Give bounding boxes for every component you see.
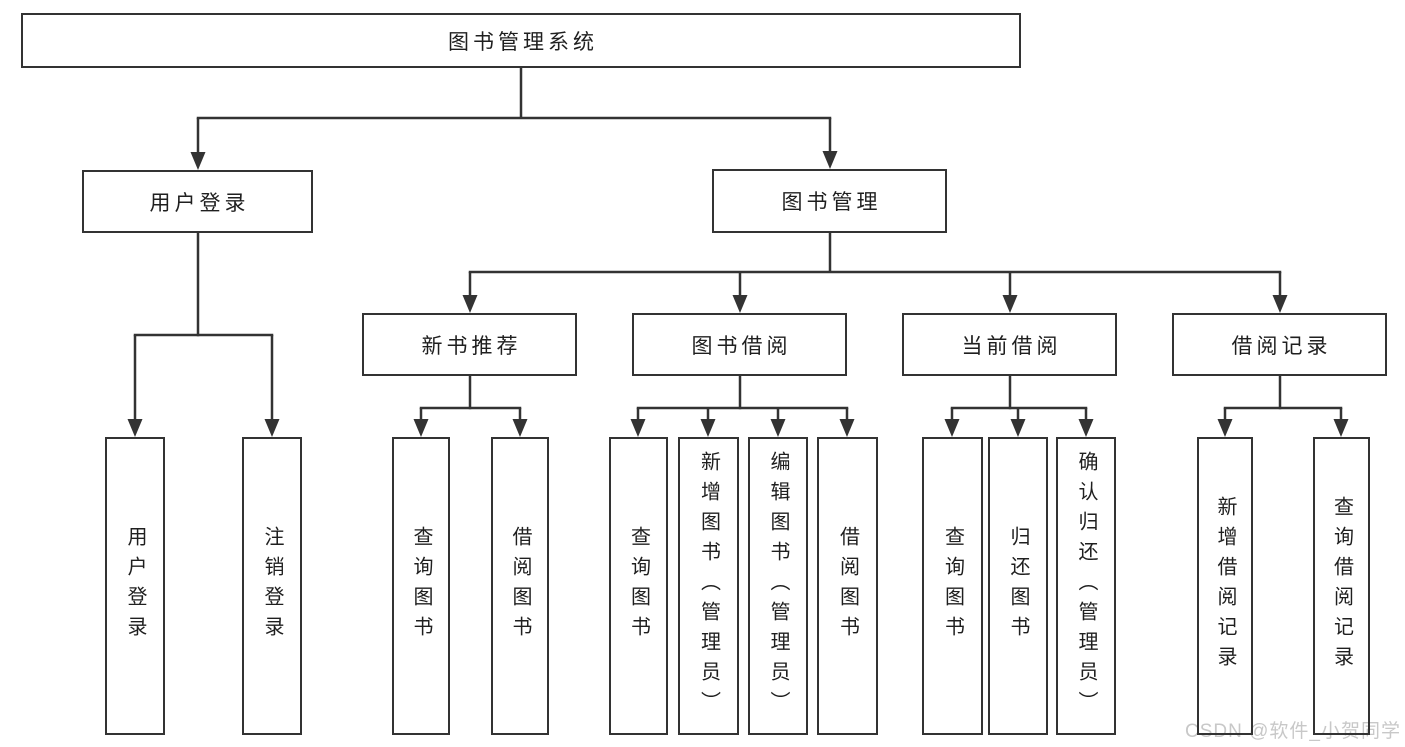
connector-borrow-records: [1217, 376, 1349, 437]
node-book-management: 图书管理: [712, 169, 947, 233]
node-new-book-recommend: 新书推荐: [362, 313, 577, 376]
node-current-borrow: 当前借阅: [902, 313, 1117, 376]
leaf-add-borrow-record: 新增借阅记录: [1197, 437, 1253, 735]
leaf-return-books: 归还图书: [988, 437, 1048, 735]
connector-root: [190, 68, 838, 170]
node-user-login: 用户登录: [82, 170, 313, 233]
connector-new-book-recommend: [413, 376, 528, 437]
leaf-borrow-books-recommend: 借阅图书: [491, 437, 549, 735]
watermark: CSDN @软件_小贺同学: [1185, 721, 1401, 742]
leaf-confirm-return-admin: 确认归还（管理员）: [1056, 437, 1116, 735]
connector-book-management: [462, 233, 1288, 313]
node-root-system: 图书管理系统: [21, 13, 1021, 68]
node-borrow-records: 借阅记录: [1172, 313, 1387, 376]
leaf-borrow-books: 借阅图书: [817, 437, 878, 735]
leaf-query-books-current: 查询图书: [922, 437, 983, 735]
node-book-borrow: 图书借阅: [632, 313, 847, 376]
leaf-edit-book-admin: 编辑图书（管理员）: [748, 437, 808, 735]
leaf-add-book-admin: 新增图书（管理员）: [678, 437, 739, 735]
connector-book-borrow: [630, 376, 855, 437]
connector-current-borrow: [944, 376, 1094, 437]
leaf-query-books-borrow: 查询图书: [609, 437, 668, 735]
leaf-user-login: 用户登录: [105, 437, 165, 735]
connector-user-login: [127, 233, 280, 437]
leaf-query-borrow-record: 查询借阅记录: [1313, 437, 1370, 735]
leaf-query-books-recommend: 查询图书: [392, 437, 450, 735]
leaf-logout: 注销登录: [242, 437, 302, 735]
